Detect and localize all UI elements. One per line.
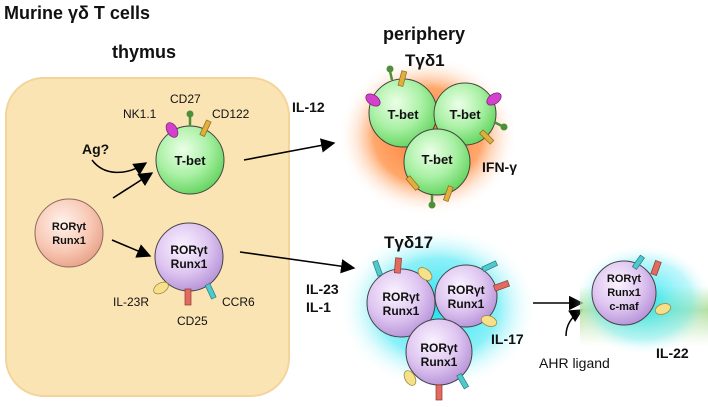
- il22-cytokine: IL-22: [656, 345, 689, 361]
- thymus-ror-line2: Runx1: [171, 257, 208, 271]
- nk11-receptor: [165, 122, 179, 138]
- arrow-precursor-to-ror: [111, 239, 152, 258]
- gd1-cd27-right: [500, 123, 508, 131]
- gd17-cell-left: RORγt Runx1: [366, 268, 436, 338]
- marker-cd27: CD27: [170, 92, 201, 106]
- marker-nk11: NK1.1: [123, 107, 157, 121]
- gd1-cd27-right-stem: [493, 120, 503, 128]
- gd1-cell-bottom: T-bet: [403, 128, 471, 196]
- marker-il23r: IL-23R: [113, 295, 149, 309]
- gd17-cd25-left: [393, 257, 402, 274]
- gd1-title: Tγδ1: [405, 51, 445, 70]
- gd1-cell-bottom-label: T-bet: [421, 152, 453, 167]
- precursor-label-ror: RORγt: [52, 221, 87, 233]
- il22-cell-line3: c-maf: [609, 301, 639, 313]
- il22-cd25: [650, 259, 662, 277]
- gd17-cell-right-line1: RORγt: [447, 283, 484, 297]
- inducer-il1: IL-1: [306, 299, 331, 315]
- gd17-cell-bottom-line1: RORγt: [420, 341, 457, 355]
- gd17-il23r-right: [480, 315, 498, 327]
- gd17-cell-bottom: RORγt Runx1: [405, 318, 473, 386]
- arrow-precursor-to-tbet: [112, 172, 154, 199]
- gd1-cell-right-label: T-bet: [449, 107, 481, 122]
- gd17-cd25-right: [492, 279, 510, 292]
- gd1-cd27-left: [386, 65, 394, 73]
- gd17-cell-right-line2: Runx1: [448, 297, 485, 311]
- gd17-title: Tγδ17: [384, 233, 433, 252]
- gd1-cell-left: T-bet: [368, 78, 438, 148]
- inducer-il12: IL-12: [292, 99, 325, 115]
- figure-title: Murine γδ T cells: [4, 3, 150, 23]
- gd1-cd27-bottom: [428, 201, 436, 209]
- periphery-label: periphery: [383, 24, 465, 44]
- gd17-cell-bottom-line2: Runx1: [421, 355, 458, 369]
- gd17-il23r-bottom-left: [403, 370, 417, 386]
- gd1-cd27-left-stem: [388, 70, 394, 81]
- gd1-nk11-right: [486, 92, 502, 106]
- gd17-ccr6-right-top: [481, 260, 498, 273]
- il22-cell-line2: Runx1: [607, 287, 641, 299]
- gd1-cytokine-ifng: IFN-γ: [482, 159, 517, 175]
- cd122-receptor: [199, 119, 212, 137]
- il22-il23r: [654, 303, 672, 315]
- ccr6-receptor: [204, 282, 217, 300]
- arrow-ror-to-gd17: [239, 251, 356, 274]
- il22-ccr6: [631, 254, 645, 270]
- gd17-ccr6-left: [372, 259, 384, 277]
- gd17-cell-left-line2: Runx1: [383, 304, 420, 318]
- gd1-cell-left-label: T-bet: [387, 107, 419, 122]
- precursor-cell: RORγt Runx1: [34, 198, 104, 268]
- thymus-tbet-cell: T-bet: [155, 110, 225, 195]
- ag-label: Ag?: [82, 141, 109, 157]
- gd1-cell-right: T-bet: [433, 82, 497, 146]
- thymus-ror-cell: RORγt Runx1: [153, 222, 224, 306]
- gd1-cd122-left: [397, 70, 408, 87]
- gd1-cd122-bottom-left: [405, 175, 420, 191]
- cd27-receptor: [186, 110, 194, 118]
- il22-cell: RORγt Runx1 c-maf: [591, 260, 657, 326]
- ahr-ligand-label: AHR ligand: [539, 355, 610, 371]
- gd17-cell-right: RORγt Runx1: [434, 264, 498, 328]
- il22-cell-line1: RORγt: [607, 273, 642, 285]
- gd17-cytokine-il17: IL-17: [491, 331, 524, 347]
- thymus-ror-line1: RORγt: [170, 243, 207, 257]
- marker-cd122: CD122: [212, 107, 250, 121]
- cd25-receptor: [184, 288, 192, 306]
- gd1-cd122-bottom-right: [442, 185, 454, 202]
- gd17-cd25-bottom: [435, 384, 443, 401]
- gd17-cell-left-line1: RORγt: [382, 290, 419, 304]
- thymus-tbet-label: T-bet: [174, 153, 206, 168]
- precursor-label-runx: Runx1: [52, 235, 86, 247]
- gd1-nk11-left: [365, 93, 381, 107]
- ag-curved-arrow: [91, 159, 148, 176]
- thymus-label: thymus: [112, 42, 176, 62]
- il23r-receptor: [153, 281, 169, 295]
- inducer-il23: IL-23: [306, 281, 339, 297]
- arrow-tbet-to-gd1: [243, 138, 336, 161]
- marker-cd25: CD25: [177, 314, 208, 328]
- marker-ccr6: CCR6: [222, 295, 255, 309]
- gd17-ccr6-bottom: [456, 372, 470, 390]
- gd1-cd122-right: [479, 129, 495, 145]
- gd17-il23r-left: [417, 267, 433, 281]
